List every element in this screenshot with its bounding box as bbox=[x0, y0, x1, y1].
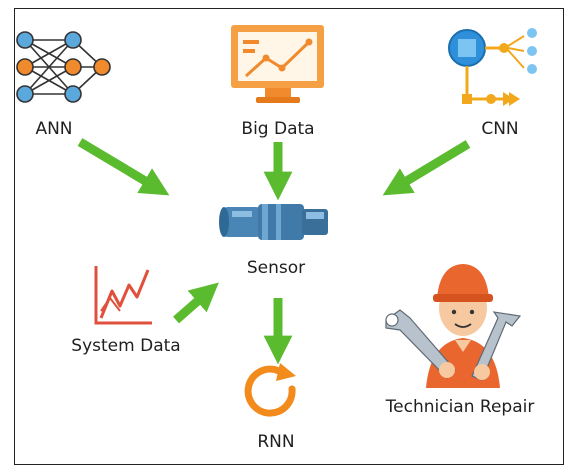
monitor-chart-icon bbox=[231, 25, 324, 103]
sensor-cylinder-icon bbox=[219, 204, 328, 240]
convolution-network-icon bbox=[448, 28, 537, 106]
line-graph-icon bbox=[94, 266, 152, 325]
recurrent-loop-icon bbox=[244, 363, 296, 417]
cnn-label: CNN bbox=[481, 119, 519, 139]
technician-with-wrenches-icon bbox=[385, 264, 522, 388]
arrow-cnn-to-sensor bbox=[382, 140, 471, 196]
system-data-label: System Data bbox=[71, 336, 181, 356]
sensor-label: Sensor bbox=[246, 258, 306, 278]
neural-network-icon bbox=[16, 31, 111, 103]
rnn-label: RNN bbox=[257, 432, 295, 452]
edges bbox=[77, 138, 471, 365]
ann-label: ANN bbox=[35, 119, 73, 139]
arrow-ann-to-sensor bbox=[77, 138, 170, 196]
big-data-label: Big Data bbox=[241, 119, 315, 139]
technician-repair-label: Technician Repair bbox=[385, 397, 535, 417]
arrow-systemdata-to-sensor bbox=[173, 282, 219, 324]
